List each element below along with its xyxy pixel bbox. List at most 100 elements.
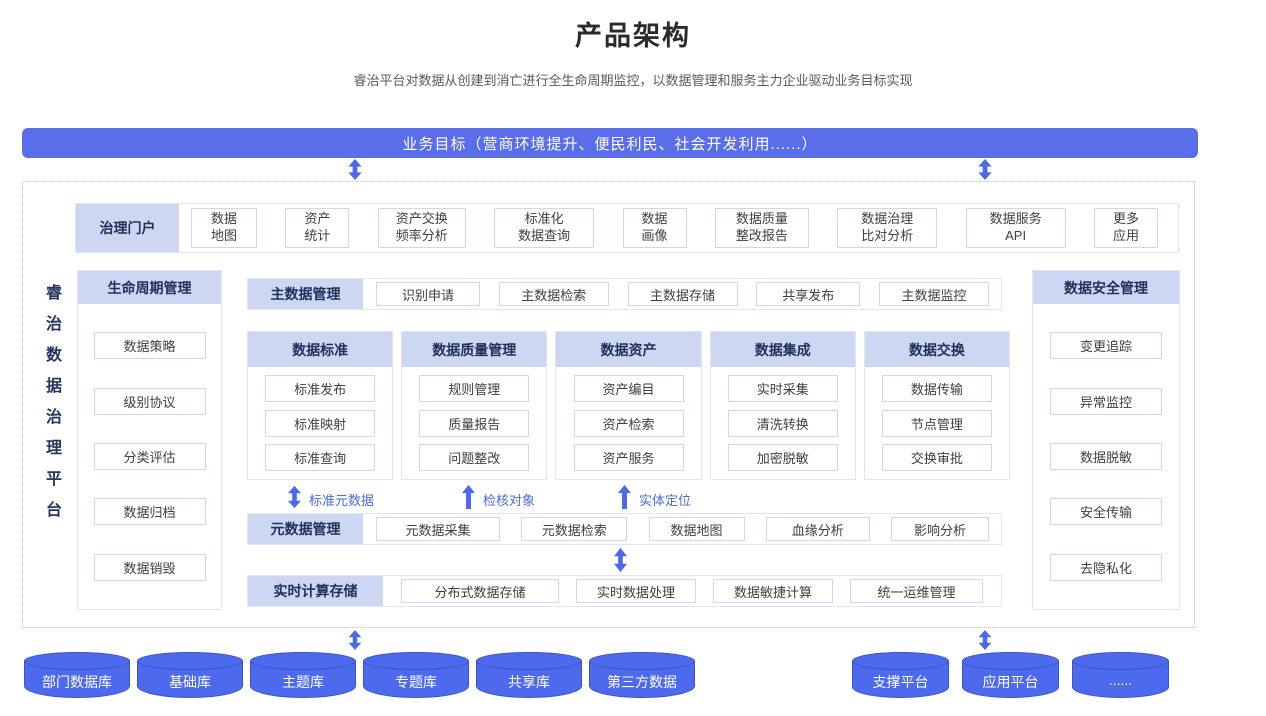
platform-name-label: 睿治数据治理平台 [43,284,60,532]
pillar-data-standard: 数据标准 标准发布 标准映射 标准查询 [247,331,394,480]
page-subtitle: 睿治平台对数据从创建到消亡进行全生命周期监控，以数据管理和服务主力企业驱动业务目… [353,73,913,88]
pillar-item: 交换审批 [881,444,992,472]
security-item: 安全传输 [1050,498,1162,526]
portal-row: 治理门户 数据 地图 资产 统计 资产交换 频率分析 标准化 数据查询 数据 画… [75,203,1179,253]
double-arrow-icon [614,547,627,573]
portal-item: 数据 地图 [191,208,257,248]
realtime-item: 分布式数据存储 [401,579,559,603]
metadata-item: 血缘分析 [765,517,870,541]
double-arrow-icon [978,159,992,180]
pillar-columns: 数据标准 标准发布 标准映射 标准查询 数据质量管理 规则管理 质量报告 问题整… [247,331,1011,480]
page-title: 产品架构 [575,21,691,51]
database-row-right: 支撑平台 应用平台 ...... [852,652,1169,698]
database-cylinder: 第三方数据 [589,652,695,698]
flow-check-object: 检核对象 [462,484,536,514]
metadata-row: 元数据管理 元数据采集 元数据检索 数据地图 血缘分析 影响分析 [247,513,1002,545]
security-items: 变更追踪 异常监控 数据脱敏 安全传输 去隐私化 [1033,304,1179,609]
database-row-left: 部门数据库 基础库 主题库 专题库 共享库 第三方数据 [24,652,695,698]
lifecycle-item: 数据销毁 [93,553,206,581]
pillar-item: 资产检索 [573,409,684,437]
master-data-item: 识别申请 [376,282,480,306]
pillar-item: 资产编目 [573,374,684,402]
pillar-item: 标准查询 [265,444,376,472]
database-cylinder: 支撑平台 [852,652,949,698]
metadata-items: 元数据采集 元数据检索 数据地图 血缘分析 影响分析 [363,514,1001,544]
lifecycle-item: 数据归档 [93,498,206,526]
security-item: 变更追踪 [1050,332,1162,360]
realtime-item: 数据敏捷计算 [713,579,833,603]
up-arrow-icon [462,484,475,514]
realtime-item: 实时数据处理 [576,579,696,603]
pillar-header: 数据质量管理 [402,332,547,367]
security-column: 数据安全管理 变更追踪 异常监控 数据脱敏 安全传输 去隐私化 [1032,270,1180,610]
pillar-header: 数据标准 [248,332,393,367]
database-cylinder: 基础库 [137,652,243,698]
database-cylinder: 主题库 [250,652,356,698]
pillar-item: 加密脱敏 [727,444,838,472]
master-data-item: 主数据检索 [498,282,609,306]
pillar-data-integration: 数据集成 实时采集 清洗转换 加密脱敏 [709,331,856,480]
database-cylinder: ...... [1072,652,1169,698]
pillar-item: 数据传输 [881,374,992,402]
portal-item: 资产 统计 [285,208,350,248]
realtime-items: 分布式数据存储 实时数据处理 数据敏捷计算 统一运维管理 [383,576,1001,606]
database-cylinder: 应用平台 [962,652,1059,698]
database-label: 应用平台 [982,674,1039,690]
security-item: 数据脱敏 [1050,442,1162,470]
portal-items: 数据 地图 资产 统计 资产交换 频率分析 标准化 数据查询 数据 画像 数据质… [179,204,1178,252]
database-label: 部门数据库 [42,674,112,690]
pillar-item: 节点管理 [881,409,992,437]
database-label: 主题库 [282,674,324,690]
lifecycle-item: 级别协议 [93,387,206,415]
lifecycle-header: 生命周期管理 [78,271,221,304]
realtime-row: 实时计算存储 分布式数据存储 实时数据处理 数据敏捷计算 统一运维管理 [247,575,1002,607]
database-label: 支撑平台 [872,674,929,690]
double-arrow-icon [288,485,301,514]
flow-entity-location: 实体定位 [618,484,692,512]
flow-label: 实体定位 [639,492,692,508]
portal-item: 数据 画像 [622,208,687,248]
pillar-data-quality: 数据质量管理 规则管理 质量报告 问题整改 [401,331,548,480]
double-arrow-icon [348,630,362,650]
portal-item: 数据质量 整改报告 [714,208,809,248]
double-arrow-icon [978,630,992,650]
security-header: 数据安全管理 [1033,271,1179,304]
flow-label: 检核对象 [483,492,536,508]
lifecycle-item: 数据策略 [93,332,206,360]
portal-header: 治理门户 [76,204,179,252]
pillar-header: 数据集成 [710,332,855,367]
master-data-header: 主数据管理 [248,279,363,309]
portal-item: 数据治理 比对分析 [837,208,938,248]
database-cylinder: 共享库 [476,652,582,698]
portal-item: 资产交换 频率分析 [377,208,466,248]
master-data-items: 识别申请 主数据检索 主数据存储 共享发布 主数据监控 [363,279,1001,309]
lifecycle-items: 数据策略 级别协议 分类评估 数据归档 数据销毁 [78,304,221,609]
pillar-item: 质量报告 [419,409,530,437]
pillar-item: 问题整改 [419,444,530,472]
security-item: 异常监控 [1050,387,1162,415]
database-cylinder: 部门数据库 [24,652,130,698]
lifecycle-column: 生命周期管理 数据策略 级别协议 分类评估 数据归档 数据销毁 [77,270,222,610]
database-label: 基础库 [169,674,211,690]
database-label: 共享库 [508,674,550,690]
metadata-item: 影响分析 [891,517,989,541]
pillar-item: 标准发布 [265,374,376,402]
pillar-item: 清洗转换 [727,409,838,437]
master-data-item: 主数据存储 [627,282,738,306]
portal-item: 更多 应用 [1094,208,1158,248]
master-data-item: 共享发布 [756,282,861,306]
pillar-item: 资产服务 [573,444,684,472]
pillar-header: 数据交换 [864,332,1010,367]
pillar-item: 标准映射 [265,409,376,437]
database-cylinder: 专题库 [363,652,469,698]
database-label: 第三方数据 [607,674,677,690]
lifecycle-item: 分类评估 [93,442,206,470]
pillar-item: 规则管理 [419,374,530,402]
pillar-data-asset: 数据资产 资产编目 资产检索 资产服务 [555,331,702,480]
metadata-item: 元数据采集 [376,517,500,541]
flow-standard-metadata: 标准元数据 [288,485,374,514]
double-arrow-icon [348,159,362,180]
metadata-header: 元数据管理 [248,514,363,544]
business-goal-banner: 业务目标（营商环境提升、便民利民、社会开发利用......） [22,128,1198,158]
